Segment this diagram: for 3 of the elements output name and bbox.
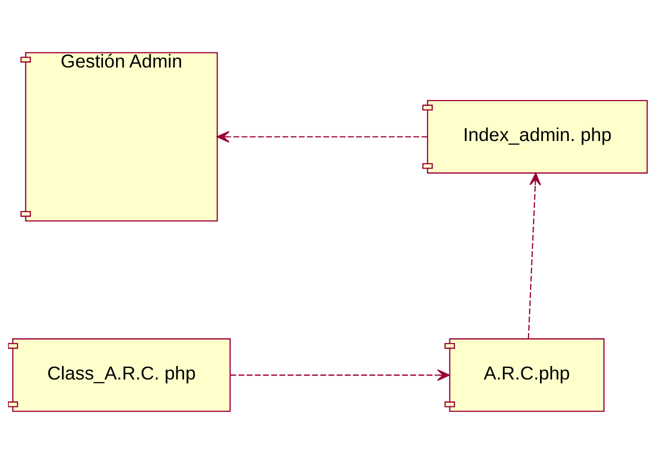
arrow bbox=[230, 369, 450, 381]
arrow bbox=[216, 130, 428, 143]
arrow bbox=[528, 172, 542, 339]
